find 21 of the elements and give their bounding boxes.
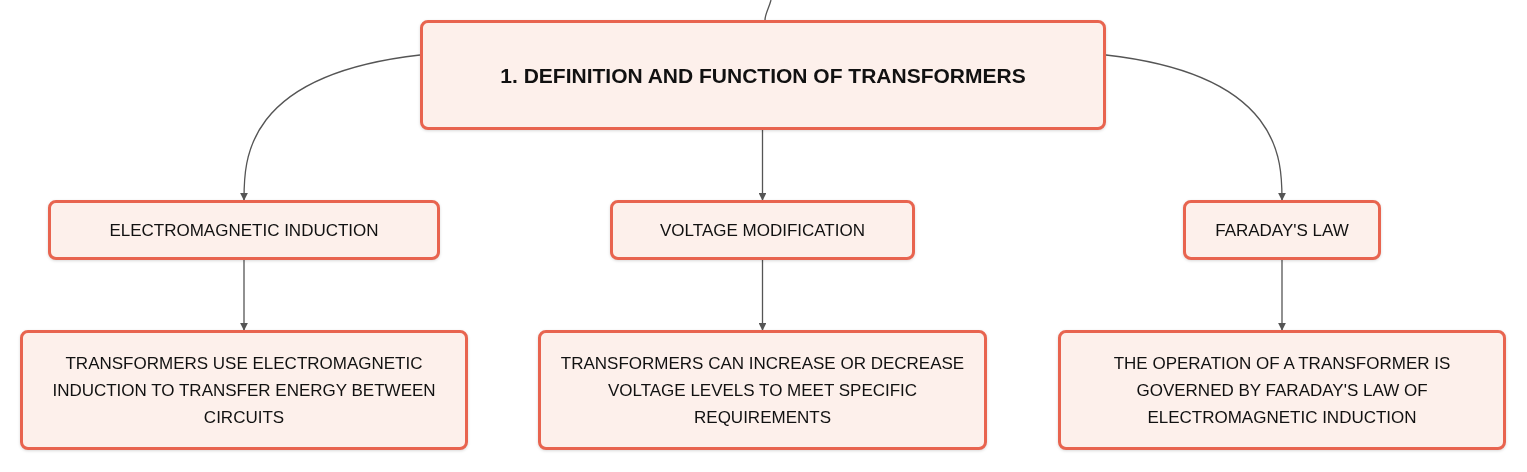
node-text: THE OPERATION OF A TRANSFORMER IS GOVERNED BY FARADAY'S LAW OF ELECTROMAGNETIC INDUCTION	[1112, 352, 1452, 429]
subtopic-box	[48, 200, 440, 260]
connector	[1278, 259, 1286, 331]
connector	[1105, 54, 1286, 201]
node-text: VOLTAGE MODIFICATION	[660, 219, 865, 242]
node-text: TRANSFORMERS CAN INCREASE OR DECREASE VOLTAGE LEVELS TO MEET SPECIFIC REQUIREMENTS	[559, 352, 966, 429]
topic-title: 1. DEFINITION AND FUNCTION OF TRANSFORMERS	[500, 62, 1026, 89]
description-box	[20, 330, 468, 450]
description-box	[538, 330, 987, 450]
connector	[758, 129, 767, 201]
topic-box	[420, 20, 1106, 130]
connector	[240, 259, 248, 331]
connector	[240, 54, 421, 201]
connector	[764, 0, 772, 21]
description-box	[1058, 330, 1506, 450]
subtopic-box	[610, 200, 915, 260]
node-text: TRANSFORMERS USE ELECTROMAGNETIC INDUCTION TO TRANSFER ENERGY BETWEEN CIRCUITS	[51, 352, 437, 429]
node-text: ELECTROMAGNETIC INDUCTION	[109, 219, 379, 242]
subtopic-box	[1183, 200, 1381, 260]
connector	[758, 259, 767, 331]
node-text: FARADAY'S LAW	[1215, 219, 1349, 242]
